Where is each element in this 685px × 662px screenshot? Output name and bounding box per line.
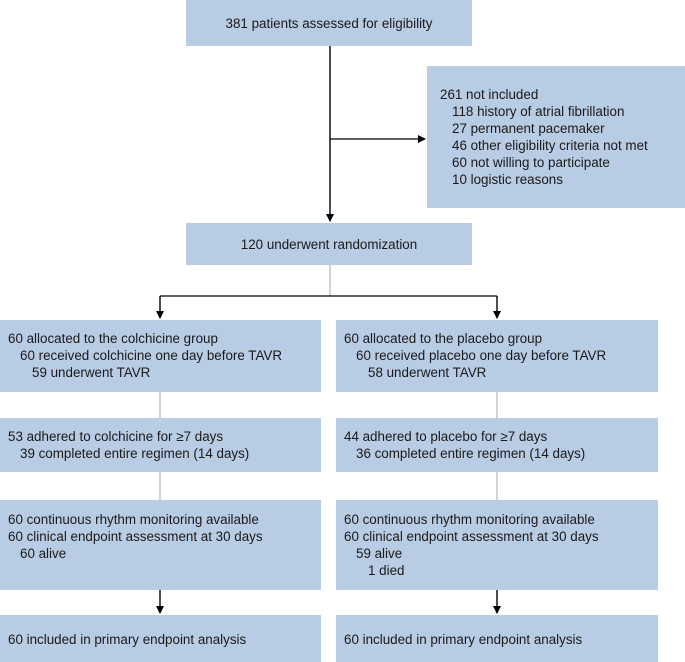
colchicine-allocation-title: 60 allocated to the colchicine group xyxy=(8,331,218,346)
colchicine-adherence-box: 53 adhered to colchicine for ≥7 days 39 … xyxy=(0,418,321,472)
colchicine-allocation-box: 60 allocated to the colchicine group 60 … xyxy=(0,320,321,392)
placebo-monitoring: 60 continuous rhythm monitoring availabl… xyxy=(344,512,595,527)
screening-box: 381 patients assessed for eligibility xyxy=(186,0,472,46)
excluded-reason: 46 other eligibility criteria not met xyxy=(452,138,648,153)
colchicine-analysis-text: 60 included in primary endpoint analysis xyxy=(8,632,247,647)
excluded-reason: 118 history of atrial fibrillation xyxy=(452,104,625,119)
excluded-reason: 27 permanent pacemaker xyxy=(452,121,605,136)
placebo-completed: 36 completed entire regimen (14 days) xyxy=(356,446,586,461)
placebo-analysis-box: 60 included in primary endpoint analysis xyxy=(336,615,658,662)
excluded-box: 261 not included 118 history of atrial f… xyxy=(427,66,685,208)
placebo-adherence-box: 44 adhered to placebo for ≥7 days 36 com… xyxy=(336,418,658,472)
excluded-title: 261 not included xyxy=(440,87,539,102)
colchicine-monitoring: 60 continuous rhythm monitoring availabl… xyxy=(8,512,259,527)
colchicine-followup-box: 60 continuous rhythm monitoring availabl… xyxy=(0,500,321,590)
placebo-adherence-title: 44 adhered to placebo for ≥7 days xyxy=(344,429,548,444)
screening-text: 381 patients assessed for eligibility xyxy=(225,16,433,31)
placebo-tavr: 58 underwent TAVR xyxy=(368,365,487,380)
colchicine-completed: 39 completed entire regimen (14 days) xyxy=(20,446,250,461)
placebo-received: 60 received placebo one day before TAVR xyxy=(356,348,607,363)
randomization-text: 120 underwent randomization xyxy=(240,237,418,252)
placebo-died: 1 died xyxy=(368,563,405,578)
colchicine-analysis-box: 60 included in primary endpoint analysis xyxy=(0,615,321,662)
placebo-alive: 59 alive xyxy=(356,546,403,561)
colchicine-tavr: 59 underwent TAVR xyxy=(32,365,151,380)
placebo-allocation-box: 60 allocated to the placebo group 60 rec… xyxy=(336,320,658,392)
colchicine-endpoint-assessment: 60 clinical endpoint assessment at 30 da… xyxy=(8,529,263,544)
placebo-endpoint-assessment: 60 clinical endpoint assessment at 30 da… xyxy=(344,529,599,544)
colchicine-alive: 60 alive xyxy=(20,546,67,561)
randomization-box: 120 underwent randomization xyxy=(186,223,472,265)
excluded-reason: 10 logistic reasons xyxy=(452,172,563,187)
colchicine-adherence-title: 53 adhered to colchicine for ≥7 days xyxy=(8,429,224,444)
colchicine-received: 60 received colchicine one day before TA… xyxy=(20,348,283,363)
placebo-followup-box: 60 continuous rhythm monitoring availabl… xyxy=(336,500,658,590)
placebo-allocation-title: 60 allocated to the placebo group xyxy=(344,331,543,346)
placebo-analysis-text: 60 included in primary endpoint analysis xyxy=(344,632,583,647)
excluded-reason: 60 not willing to participate xyxy=(452,155,610,170)
